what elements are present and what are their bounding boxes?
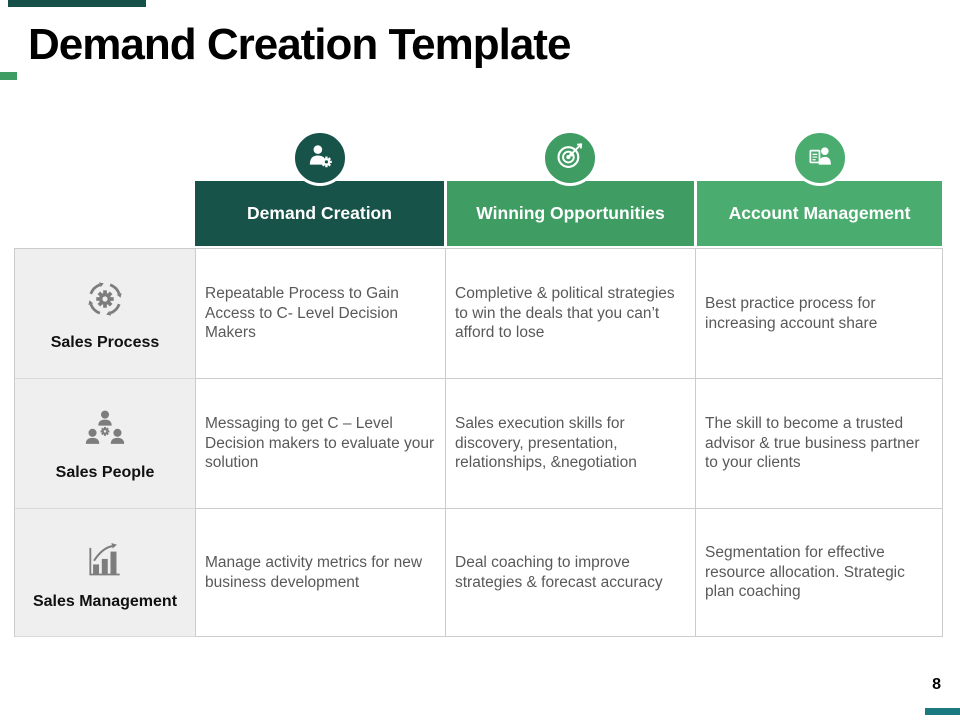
- table-cell: Segmentation for effective resource allo…: [696, 509, 943, 637]
- people-gear-icon: [81, 405, 129, 453]
- column-header-winning-opportunities: Winning Opportunities: [447, 181, 694, 246]
- column-header-account-management: Account Management: [697, 181, 942, 246]
- row-header-sales-management: Sales Management: [15, 509, 196, 637]
- cell-text: Completive & political strategies to win…: [455, 285, 675, 342]
- row-header-label: Sales Management: [32, 593, 178, 610]
- cell-text: Messaging to get C – Level Decision make…: [205, 415, 435, 472]
- page-title: Demand Creation Template: [28, 20, 571, 69]
- cell-text: Best practice process for increasing acc…: [705, 295, 878, 332]
- column-header-label: Winning Opportunities: [476, 203, 665, 223]
- cell-text: Sales execution skills for discovery, pr…: [455, 415, 637, 472]
- winning-opportunities-badge: [542, 130, 598, 186]
- cell-text: Manage activity metrics for new business…: [205, 554, 423, 591]
- row-header-label: Sales People: [55, 464, 155, 481]
- column-header-label: Account Management: [728, 203, 911, 223]
- table-cell: Sales execution skills for discovery, pr…: [446, 379, 696, 509]
- account-management-badge: [792, 130, 848, 186]
- cell-text: Deal coaching to improve strategies & fo…: [455, 554, 663, 591]
- table-cell: Messaging to get C – Level Decision make…: [196, 379, 446, 509]
- footer-accent-bar: [925, 708, 960, 715]
- row-header-sales-people: Sales People: [15, 379, 196, 509]
- demand-creation-badge: [292, 130, 348, 186]
- content-table: Sales Process Repeatable Process to Gain…: [14, 248, 943, 637]
- cell-text: The skill to become a trusted advisor & …: [705, 415, 920, 472]
- target-dart-icon: [555, 141, 585, 176]
- table-cell: Manage activity metrics for new business…: [196, 509, 446, 637]
- person-document-icon: [805, 141, 835, 176]
- table-cell: The skill to become a trusted advisor & …: [696, 379, 943, 509]
- row-header-label: Sales Process: [50, 334, 160, 351]
- bar-chart-growth-icon: [81, 534, 129, 582]
- table-cell: Best practice process for increasing acc…: [696, 249, 943, 379]
- cell-text: Segmentation for effective resource allo…: [705, 544, 905, 601]
- page-number: 8: [932, 676, 941, 693]
- table-cell: Repeatable Process to Gain Access to C- …: [196, 249, 446, 379]
- row-header-sales-process: Sales Process: [15, 249, 196, 379]
- top-accent-bar: [8, 0, 146, 7]
- user-gear-icon: [305, 141, 335, 176]
- cell-text: Repeatable Process to Gain Access to C- …: [205, 285, 399, 342]
- table-cell: Completive & political strategies to win…: [446, 249, 696, 379]
- process-cycle-gear-icon: [81, 275, 129, 323]
- table-cell: Deal coaching to improve strategies & fo…: [446, 509, 696, 637]
- column-header-label: Demand Creation: [247, 203, 392, 223]
- left-accent-dash: [0, 72, 17, 80]
- column-header-demand-creation: Demand Creation: [195, 181, 444, 246]
